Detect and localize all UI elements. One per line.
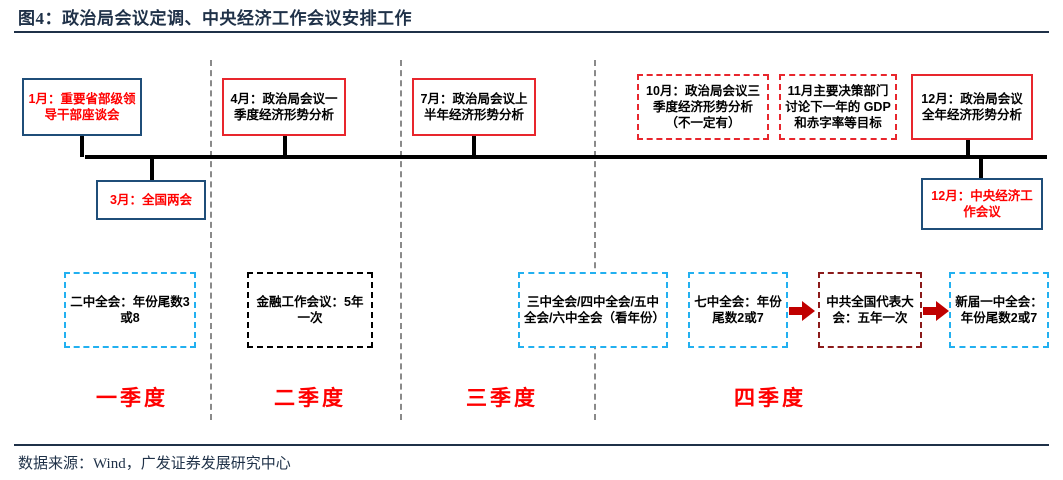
timeline-box-apr-label: 4月：政治局会议一季度经济形势分析: [230, 91, 338, 122]
title-divider-rule: [14, 31, 1049, 33]
timeline-box-mar-label: 3月：全国两会: [110, 192, 192, 207]
timeline-tick-mar: [150, 158, 154, 180]
timeline-axis: [85, 155, 1047, 159]
quarter-label-q3: 三季度: [466, 387, 538, 410]
timeline-box-jan[interactable]: 1月：重要省部级领导干部座谈会: [22, 78, 142, 136]
footer-divider-rule: [14, 444, 1049, 446]
quarter-divider-q2-q3: [400, 60, 402, 420]
plenum-box-7th[interactable]: 七中全会：年份尾数2或7: [688, 272, 788, 348]
timeline-box-dec-label: 12月：政治局会议全年经济形势分析: [921, 91, 1023, 122]
timeline-box-jan-label: 1月：重要省部级领导干部座谈会: [28, 91, 136, 122]
plenum-box-3456th-label: 三中全会/四中全会/五中全会/六中全会（看年份）: [524, 294, 665, 325]
plenum-box-financial-work[interactable]: 金融工作会议：5年一次: [247, 272, 373, 348]
timeline-box-nov[interactable]: 11月主要决策部门讨论下一年的 GDP 和赤字率等目标: [779, 74, 897, 140]
plenum-box-2nd[interactable]: 二中全会：年份尾数3或8: [64, 272, 196, 348]
figure-source: 数据来源：Wind，广发证券发展研究中心: [18, 456, 291, 472]
timeline-box-apr[interactable]: 4月：政治局会议一季度经济形势分析: [222, 78, 346, 136]
right-arrow-icon-2: [923, 301, 949, 321]
plenum-box-2nd-label: 二中全会：年份尾数3或8: [70, 294, 190, 325]
timeline-tick-dec-cewc: [979, 158, 983, 180]
timeline-box-mar[interactable]: 3月：全国两会: [96, 180, 206, 220]
plenum-box-new-1st[interactable]: 新届一中全会：年份尾数2或7: [949, 272, 1049, 348]
timeline-box-oct[interactable]: 10月：政治局会议三季度经济形势分析（不一定有）: [637, 74, 769, 140]
timeline-box-dec[interactable]: 12月：政治局会议全年经济形势分析: [911, 74, 1033, 140]
timeline-box-jul[interactable]: 7月：政治局会议上半年经济形势分析: [412, 78, 536, 136]
plenum-box-new-1st-label: 新届一中全会：年份尾数2或7: [955, 294, 1043, 325]
timeline-tick-jan: [80, 135, 84, 157]
plenum-box-3456th[interactable]: 三中全会/四中全会/五中全会/六中全会（看年份）: [518, 272, 668, 348]
timeline-box-dec-cewc-label: 12月：中央经济工作会议: [931, 188, 1033, 219]
figure-title: 图4：政治局会议定调、中央经济工作会议安排工作: [18, 9, 412, 28]
plenum-box-national-congress[interactable]: 中共全国代表大会：五年一次: [818, 272, 922, 348]
timeline-box-jul-label: 7月：政治局会议上半年经济形势分析: [420, 91, 528, 122]
timeline-tick-apr: [283, 135, 287, 157]
timeline-tick-jul: [472, 135, 476, 157]
quarter-label-q2: 二季度: [274, 387, 346, 410]
quarter-divider-q1-q2: [210, 60, 212, 420]
quarter-label-q4: 四季度: [734, 387, 806, 410]
plenum-box-7th-label: 七中全会：年份尾数2或7: [694, 294, 782, 325]
plenum-box-national-congress-label: 中共全国代表大会：五年一次: [826, 294, 914, 325]
quarter-label-q1: 一季度: [96, 387, 168, 410]
timeline-box-dec-cewc[interactable]: 12月：中央经济工作会议: [921, 178, 1043, 230]
timeline-tick-dec: [966, 135, 970, 157]
timeline-box-oct-label: 10月：政治局会议三季度经济形势分析（不一定有）: [646, 83, 760, 131]
quarter-divider-q3-q4: [594, 60, 596, 420]
timeline-box-nov-label: 11月主要决策部门讨论下一年的 GDP 和赤字率等目标: [785, 83, 891, 131]
plenum-box-financial-work-label: 金融工作会议：5年一次: [256, 294, 364, 325]
right-arrow-icon-1: [789, 301, 815, 321]
